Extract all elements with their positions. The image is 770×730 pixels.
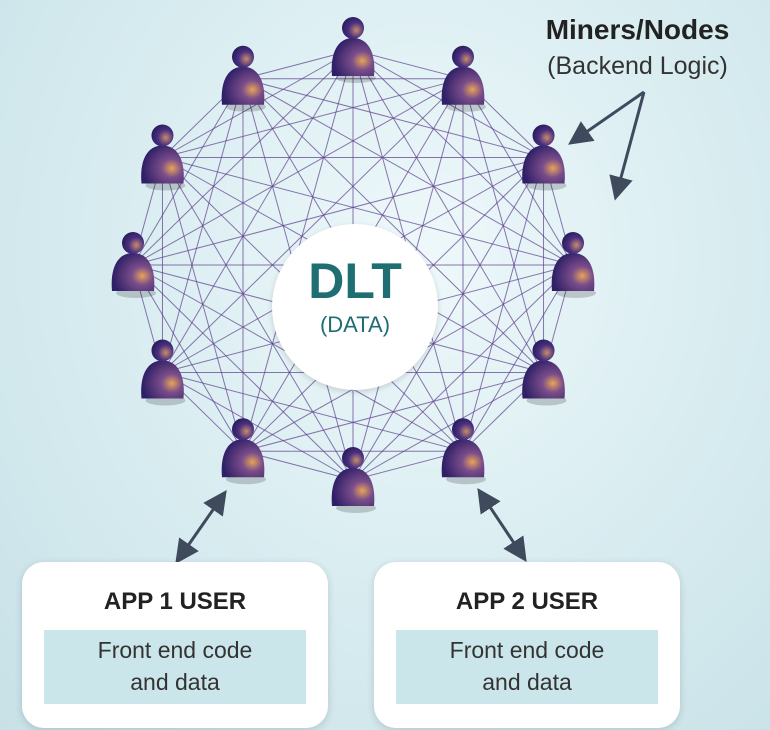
mesh-link <box>162 372 354 481</box>
person-node-icon <box>331 447 376 513</box>
mesh-link <box>162 157 574 266</box>
person-node-icon <box>221 45 266 112</box>
mesh-link <box>132 78 244 266</box>
mesh-link <box>132 264 244 452</box>
mesh-link <box>162 157 354 481</box>
person-node-icon <box>522 339 567 406</box>
mesh-link <box>161 157 244 452</box>
app-2-user-box: APP 2 USER Front end code and data <box>374 562 680 728</box>
person-node-icon <box>331 17 376 83</box>
dlt-subtitle: (DATA) <box>319 312 391 337</box>
dlt-circle: DLT (DATA) <box>272 224 438 390</box>
person-node-icon <box>221 418 266 485</box>
person-node-icon <box>441 418 486 485</box>
app-1-title: APP 1 USER <box>103 588 247 615</box>
app-2-title: APP 2 USER <box>455 588 599 615</box>
app-1-line-2: and data <box>130 669 220 695</box>
mesh-link <box>242 78 544 158</box>
person-node-icon <box>141 339 186 406</box>
app-2-line-1: Front end code <box>449 637 605 663</box>
dlt-title: DLT <box>308 253 402 309</box>
mesh-link <box>242 78 544 373</box>
miners-nodes-title: Miners/Nodes <box>545 14 730 45</box>
mesh-link <box>132 157 544 266</box>
person-node-icon <box>551 232 596 298</box>
nodes-layer <box>111 17 596 513</box>
app-1-user-box: APP 1 USER Front end code and data <box>22 562 328 728</box>
arrow-app2-link <box>477 488 527 562</box>
app-1-description: Front end code and data <box>44 630 306 704</box>
arrows <box>175 90 646 564</box>
app-1-line-1: Front end code <box>97 637 253 663</box>
mesh-link <box>161 78 244 373</box>
person-node-icon <box>111 232 156 298</box>
person-node-icon <box>141 124 186 191</box>
mesh-link <box>242 78 574 266</box>
mesh-link <box>162 78 464 373</box>
person-node-icon <box>522 124 567 191</box>
backend-logic-subtitle: (Backend Logic) <box>547 52 728 80</box>
app-2-line-2: and data <box>482 669 572 695</box>
app-2-description: Front end code and data <box>396 630 658 704</box>
arrow-app1-link <box>175 490 227 564</box>
arrow-to-node-1 <box>568 90 645 145</box>
arrow-to-node-2 <box>609 91 646 201</box>
person-node-icon <box>441 45 486 112</box>
